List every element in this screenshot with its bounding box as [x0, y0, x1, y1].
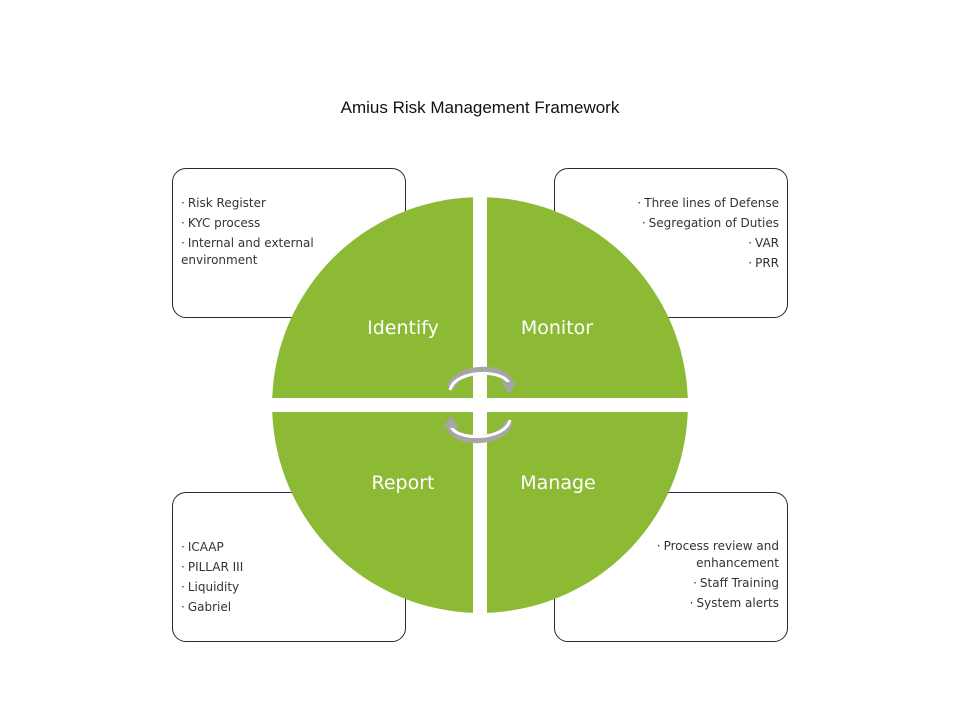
manage-item: Staff Training [555, 575, 779, 592]
identify-quadrant [272, 197, 473, 398]
identify-label: Identify [367, 317, 439, 339]
monitor-item: VAR [555, 235, 779, 252]
counter-clockwise-arrow-icon [443, 416, 513, 444]
monitor-label: Monitor [521, 317, 593, 339]
report-item: ICAAP [181, 539, 405, 556]
identify-item: KYC process [181, 215, 321, 232]
monitor-item: Segregation of Duties [555, 215, 779, 232]
monitor-quadrant [487, 197, 688, 398]
manage-item: Process review and enhancement [555, 538, 779, 572]
diagram-title: Amius Risk Management Framework [340, 98, 620, 117]
manage-label: Manage [520, 472, 595, 494]
identify-item: Internal and external environment [181, 235, 321, 269]
report-item: Gabriel [181, 599, 405, 616]
report-item: Liquidity [181, 579, 405, 596]
report-label: Report [372, 472, 435, 494]
report-quadrant [272, 412, 473, 613]
monitor-item: Three lines of Defense [555, 195, 779, 212]
cycle-arrows-icon [443, 366, 517, 444]
clockwise-arrow-icon [447, 366, 517, 394]
identify-item: Risk Register [181, 195, 321, 212]
manage-item: System alerts [555, 595, 779, 612]
manage-quadrant [487, 412, 688, 613]
monitor-item: PRR [555, 255, 779, 272]
report-item: PILLAR III [181, 559, 405, 576]
